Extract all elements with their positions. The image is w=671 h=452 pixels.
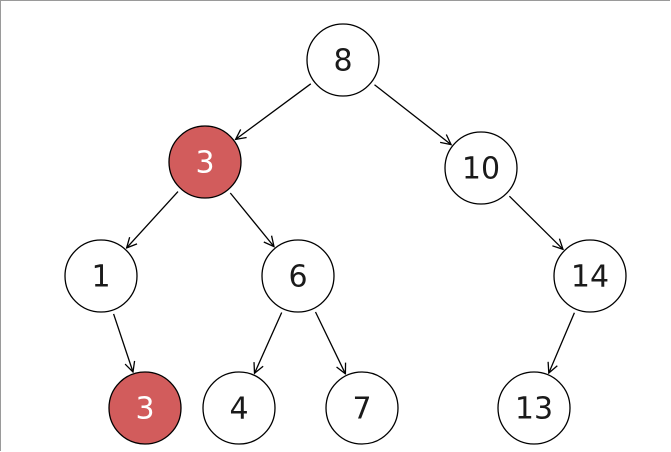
highlighted-node-circle [108, 371, 182, 445]
edge-n6-to-n4 [255, 312, 283, 374]
tree-node-n3b: 3 [108, 371, 182, 445]
node-label: 4 [229, 392, 248, 427]
node-label: 10 [462, 152, 500, 187]
tree-node-n14: 14 [553, 239, 627, 313]
edge-n8-to-n3 [236, 83, 312, 140]
tree-node-n13: 13 [497, 371, 571, 445]
node-label: 14 [571, 260, 609, 295]
edge-n8-to-n10 [374, 84, 452, 145]
edges-layer [112, 83, 575, 374]
node-label: 3 [195, 146, 214, 181]
node-circle [202, 371, 276, 445]
node-label: 3 [135, 392, 154, 427]
edge-n3-to-n1 [127, 191, 179, 248]
node-circle [325, 371, 399, 445]
node-label: 7 [352, 392, 371, 427]
node-circle [306, 23, 380, 97]
edge-n6-to-n7 [314, 311, 346, 374]
tree-node-n6: 6 [261, 239, 335, 313]
node-label: 1 [91, 260, 110, 295]
node-circle [444, 131, 518, 205]
edge-n3-to-n6 [229, 192, 274, 247]
node-circle [553, 239, 627, 313]
node-label: 13 [515, 392, 553, 427]
node-label: 6 [288, 260, 307, 295]
node-circle [64, 239, 138, 313]
tree-node-n3: 3 [168, 125, 242, 199]
node-circle [497, 371, 571, 445]
edge-n14-to-n13 [549, 312, 575, 373]
tree-node-n8: 8 [306, 23, 380, 97]
edge-n10-to-n14 [508, 195, 563, 249]
tree-node-n1: 1 [64, 239, 138, 313]
node-label: 8 [333, 44, 352, 79]
highlighted-node-circle [168, 125, 242, 199]
tree-node-n7: 7 [325, 371, 399, 445]
tree-node-n10: 10 [444, 131, 518, 205]
node-circle [261, 239, 335, 313]
edge-n1-to-n3b [112, 313, 133, 372]
tree-node-n4: 4 [202, 371, 276, 445]
nodes-layer: 8 3 10 1 6 14 3 4 7 13 [64, 23, 627, 445]
